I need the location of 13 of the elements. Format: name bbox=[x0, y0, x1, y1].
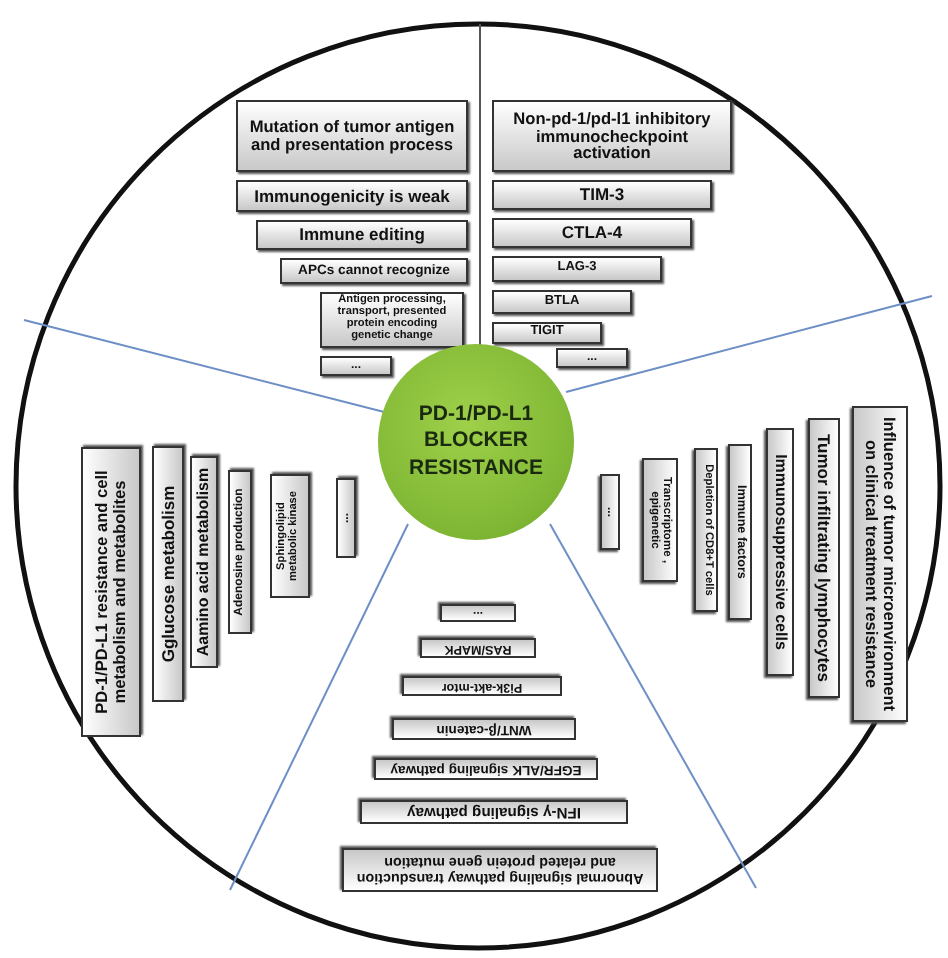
label-box: CTLA-4 bbox=[492, 218, 692, 248]
label-box: Gglucose metabolism bbox=[152, 446, 184, 702]
label-box: Immunosuppressive cells bbox=[766, 428, 794, 676]
label-box: TIM-3 bbox=[492, 180, 712, 210]
label-box: Aamino acid metabolism bbox=[190, 456, 218, 668]
label-box: Influence of tumor microenvironment on clinical treatment resistance bbox=[852, 406, 908, 722]
label-box: Immunogenicity is weak bbox=[236, 180, 468, 212]
center-circle: PD-1/PD-L1 BLOCKER RESISTANCE bbox=[378, 344, 574, 540]
label-box: Non-pd-1/pd-l1 inhibitory immunocheckpoint activation bbox=[492, 100, 732, 172]
label-box: PD-1/PD-L1 resistance and cell metabolism and metabolites bbox=[80, 447, 140, 737]
label-box: Immune editing bbox=[256, 220, 468, 250]
label-box: Tumor infiltrating lymphocytes bbox=[808, 418, 840, 698]
label-box: Mutation of tumor antigen and presentation process bbox=[236, 100, 468, 172]
